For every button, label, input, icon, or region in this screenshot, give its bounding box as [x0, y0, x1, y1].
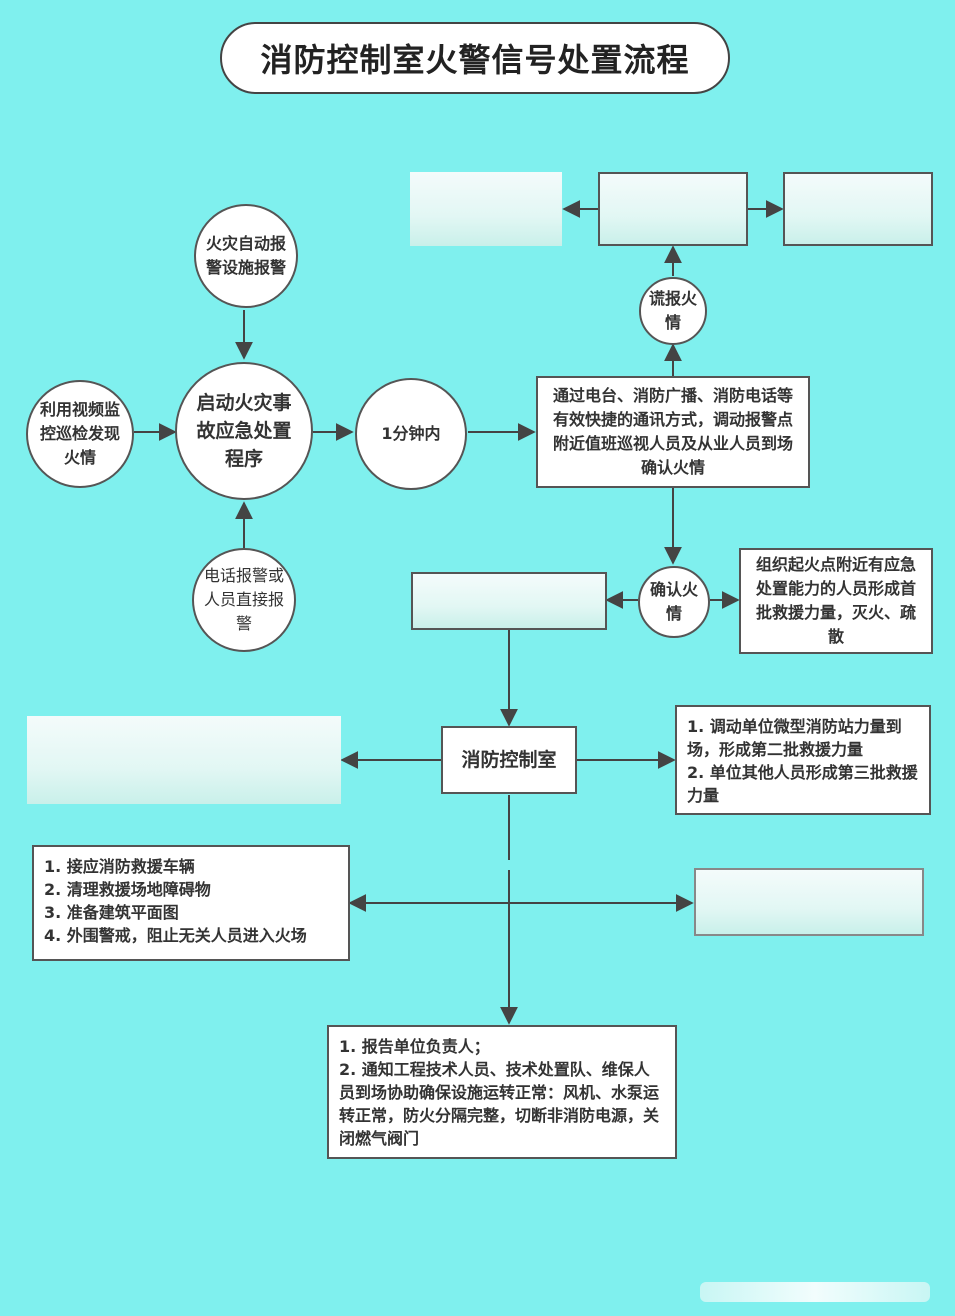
report-box: 1. 报告单位负责人； 2. 通知工程技术人员、技术处置队、维保人员到场协助确保… [327, 1025, 677, 1159]
start-plan-circle: 启动火灾事故应急处置程序 [175, 362, 313, 500]
first-batch-label: 组织起火点附近有应急处置能力的人员形成首批救援力量，灭火、疏散 [755, 555, 916, 646]
first-batch-box: 组织起火点附近有应急处置能力的人员形成首批救援力量，灭火、疏散 [739, 548, 933, 654]
start-plan-label: 启动火灾事故应急处置程序 [196, 392, 292, 470]
list-item: 2. 通知工程技术人员、技术处置队、维保人员到场协助确保设施运转正常：风机、水泵… [339, 1060, 660, 1148]
control-room-label: 消防控制室 [461, 749, 557, 771]
dispatch-confirm-label: 通过电台、消防广播、消防电话等有效快捷的通讯方式，调动报警点附近值班巡视人员及从… [552, 386, 793, 477]
list-item: 1. 报告单位负责人； [339, 1037, 490, 1056]
one-minute-circle: 1分钟内 [355, 378, 467, 490]
blurred-box-right [694, 868, 924, 936]
phone-alarm-label: 电话报警或人员直接报警 [203, 566, 284, 633]
auto-alarm-label: 火灾自动报警设施报警 [205, 234, 286, 277]
blurred-box-mid [411, 572, 607, 630]
footer-decoration [700, 1282, 930, 1302]
list-item: 2. 清理救援场地障碍物 [44, 880, 211, 899]
confirm-fire-circle: 确认火情 [638, 566, 710, 638]
list-item: 1. 调动单位微型消防站力量到场，形成第二批救援力量 [687, 717, 902, 759]
list-item: 1. 接应消防救援车辆 [44, 857, 195, 876]
confirm-fire-label: 确认火情 [649, 580, 698, 623]
list-item: 4. 外围警戒，阻止无关人员进入火场 [44, 926, 307, 945]
blurred-box-top-center [598, 172, 748, 246]
false-alarm-label: 谎报火情 [648, 289, 697, 332]
control-room-box: 消防控制室 [441, 726, 577, 794]
second-third-batch-box: 1. 调动单位微型消防站力量到场，形成第二批救援力量 2. 单位其他人员形成第三… [675, 705, 931, 815]
one-minute-label: 1分钟内 [381, 424, 441, 443]
auto-alarm-circle: 火灾自动报警设施报警 [194, 204, 298, 308]
phone-alarm-circle: 电话报警或人员直接报警 [192, 548, 296, 652]
rescue-prep-box: 1. 接应消防救援车辆 2. 清理救援场地障碍物 3. 准备建筑平面图 4. 外… [32, 845, 350, 961]
blurred-box-top-right [783, 172, 933, 246]
blurred-box-left [27, 716, 341, 804]
video-patrol-circle: 利用视频监控巡检发现火情 [26, 380, 134, 488]
blurred-box-top-left [410, 172, 562, 246]
list-item: 3. 准备建筑平面图 [44, 903, 179, 922]
false-alarm-circle: 谎报火情 [639, 277, 707, 345]
video-patrol-label: 利用视频监控巡检发现火情 [39, 400, 120, 467]
list-item: 2. 单位其他人员形成第三批救援力量 [687, 763, 918, 805]
page-title: 消防控制室火警信号处置流程 [220, 22, 730, 94]
dispatch-confirm-box: 通过电台、消防广播、消防电话等有效快捷的通讯方式，调动报警点附近值班巡视人员及从… [536, 376, 810, 488]
